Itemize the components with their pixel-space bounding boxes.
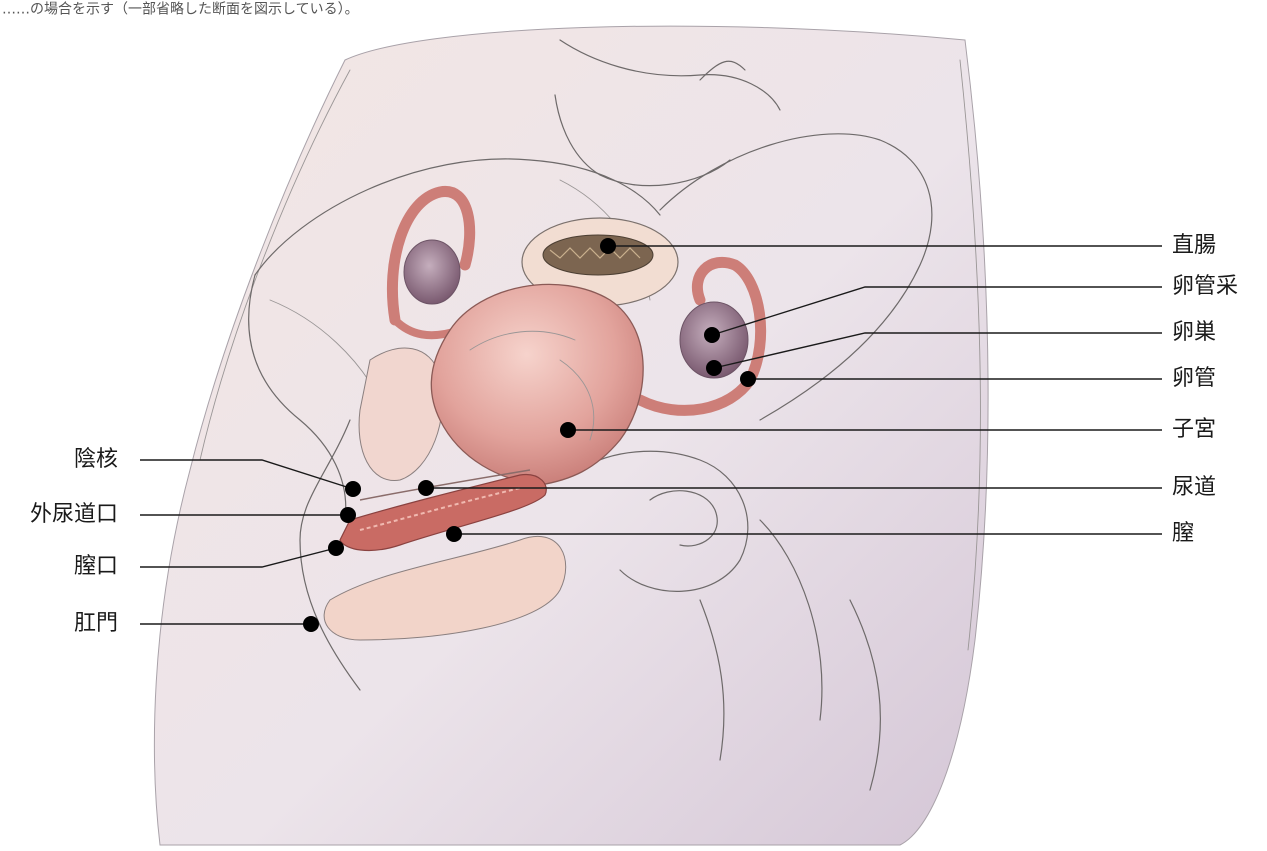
marker-ovary [706,360,722,376]
right-labels: 直腸 卵管采 卵巣 卵管 子宮 尿道 膣 [1172,233,1238,546]
label-fimbriae: 卵管采 [1172,274,1238,299]
label-fallopian-tube: 卵管 [1172,366,1216,391]
marker-anus [303,616,319,632]
figure-caption: ……の場合を示す（一部省略した断面を図示している）。 [2,2,359,18]
label-external-urethral-orifice: 外尿道口 [30,502,118,527]
marker-uterus [560,422,576,438]
marker-external-urethral-orifice [340,507,356,523]
label-anus: 肛門 [74,611,118,636]
marker-urethra [418,480,434,496]
left-labels: 陰核 外尿道口 膣口 肛門 [30,447,118,636]
label-vaginal-orifice: 膣口 [74,554,118,579]
label-clitoris: 陰核 [74,447,118,472]
marker-vagina [446,526,462,542]
marker-fimbriae [704,327,720,343]
label-urethra: 尿道 [1172,475,1216,500]
marker-vaginal-orifice [328,540,344,556]
label-uterus: 子宮 [1172,417,1216,442]
marker-rectum [600,238,616,254]
label-rectum: 直腸 [1172,233,1216,258]
marker-clitoris [345,481,361,497]
label-ovary: 卵巣 [1172,320,1216,345]
marker-fallopian-tube [740,371,756,387]
label-vagina: 膣 [1172,521,1194,546]
